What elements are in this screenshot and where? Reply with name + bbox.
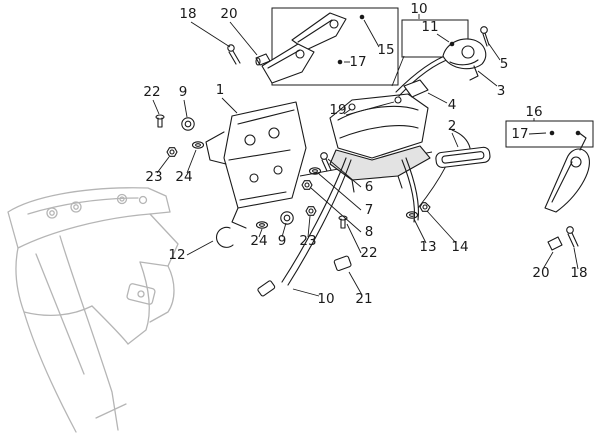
group-box-front-indicators: [271, 7, 399, 86]
washer-7-drawing: [308, 167, 322, 175]
callout-13-washer-right: 13: [419, 239, 436, 255]
callout-7-washer-center: 7: [365, 202, 374, 218]
callout-14-nut-right: 14: [451, 239, 468, 255]
license-plate-light-drawing: [435, 146, 491, 168]
grommet-9-lower-drawing: [280, 211, 294, 225]
gasket-21-drawing: [333, 255, 352, 272]
cable-clip-12-drawing: [216, 226, 234, 248]
rear-right-indicator-drawing: [544, 131, 590, 213]
callout-21-gasket: 21: [355, 291, 372, 307]
tail-light-screw-icon: [394, 96, 402, 104]
front-right-indicator-drawing: [442, 38, 487, 81]
screw-6-drawing: [320, 152, 332, 172]
washer-13-drawing: [405, 211, 419, 219]
callout-11-grommet: 11: [421, 19, 438, 35]
washer-24-upper-drawing: [191, 141, 205, 149]
callout-22-rivet-upper: 22: [143, 84, 160, 100]
callout-22-rivet-center: 22: [360, 245, 377, 261]
callout-4-cable-bracket: 4: [448, 97, 457, 113]
callout-3-indicator-body: 3: [497, 83, 506, 99]
callout-2-license-light: 2: [448, 118, 457, 134]
spacer-20-left-drawing: [255, 53, 271, 66]
callout-16-indicator-group: 16: [525, 104, 542, 120]
callout-8-nut-center: 8: [365, 224, 374, 240]
callout-23-nut-upper: 23: [145, 169, 162, 185]
washer-24-lower-drawing: [255, 221, 269, 229]
nut-14-drawing: [419, 202, 431, 212]
callout-20-indicator-spacer-right: 20: [532, 265, 549, 281]
screw-18-left-drawing: [227, 44, 241, 65]
callout-5-screw: 5: [500, 56, 509, 72]
callout-labels: 18 20 10 11 15 17 5 3 22 9 1 19 4 2 16 1…: [143, 1, 587, 307]
callout-10-harness-group: 10: [410, 1, 427, 17]
nut-8-drawing: [301, 180, 313, 190]
indicator-lens-17-drawing: [261, 43, 315, 84]
rivet-22-upper-drawing: [155, 114, 165, 128]
harness-connector-icon: [257, 280, 276, 297]
group-box-rear-indicator: [505, 120, 594, 148]
callout-15-indicator-lens: 15: [377, 42, 394, 58]
tail-light-drawing: [329, 93, 431, 193]
callout-12-cable-clip: 12: [168, 247, 185, 263]
motorcycle-rear-sketch: [7, 187, 179, 433]
leader-lines: [152, 14, 579, 297]
callout-9-grommet-upper: 9: [179, 84, 188, 100]
callout-23-nut-lower: 23: [299, 233, 316, 249]
nut-23-upper-drawing: [166, 147, 178, 157]
callout-20-indicator-spacer-left: 20: [220, 6, 237, 22]
plate-bracket-drawing: [205, 101, 307, 229]
spacer-20-right-drawing: [547, 236, 563, 251]
callout-17-indicator-right: 17: [511, 126, 528, 142]
screw-18-right-drawing: [566, 226, 579, 248]
license-light-wire: [451, 129, 471, 149]
callout-9-grommet-lower: 9: [278, 233, 287, 249]
grommet-9-upper-drawing: [181, 117, 195, 131]
rivet-22-center-drawing: [338, 215, 348, 229]
reference-dots: [337, 14, 581, 136]
callout-19-tail-light-screws: 19: [329, 102, 346, 118]
callout-6-screw-center: 6: [365, 179, 374, 195]
callout-24-washer-lower: 24: [250, 233, 267, 249]
nut-23-lower-drawing: [305, 206, 317, 216]
screw-5-drawing: [480, 26, 490, 47]
callout-17-indicator-left: 17: [349, 54, 366, 70]
callout-24-washer-upper: 24: [175, 169, 192, 185]
tail-light-screw-icon: [348, 103, 356, 111]
cable-bracket-4-drawing: [403, 79, 429, 98]
callout-18-indicator-screw-right: 18: [570, 265, 587, 281]
callout-1-plate-bracket: 1: [216, 82, 225, 98]
callout-18-indicator-screw-left: 18: [179, 6, 196, 22]
callout-10-harness-cable: 10: [317, 291, 334, 307]
